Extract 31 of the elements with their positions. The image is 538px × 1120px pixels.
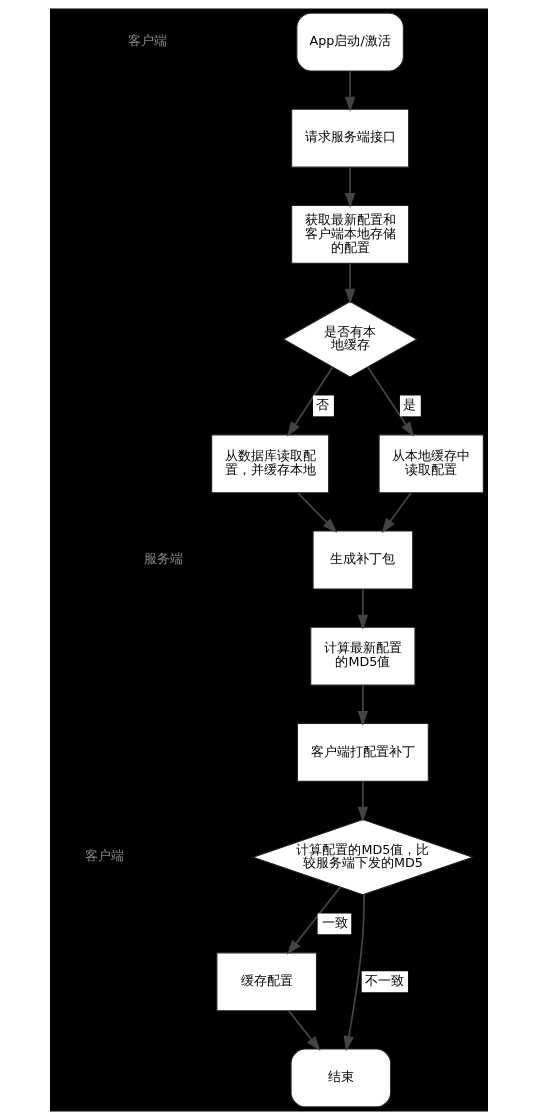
node-box: 结束 xyxy=(290,1048,392,1108)
arrow xyxy=(381,492,412,534)
node-box: 请求服务端接口 xyxy=(291,108,410,168)
arrow xyxy=(297,492,338,533)
node-box: 获取最新配置和客户端本地存储的配置 xyxy=(291,204,410,264)
arrow xyxy=(344,166,356,209)
label: 服务端 xyxy=(144,551,184,567)
edge-label: 否 xyxy=(316,397,330,413)
edge-label: 不一致 xyxy=(365,973,405,989)
node-diamond: 是否有本地缓存 xyxy=(282,300,418,378)
edge-label: 一致 xyxy=(321,915,348,931)
arrow xyxy=(343,893,365,1052)
node-box: 从本地缓存中读取配置 xyxy=(378,434,484,494)
arrow xyxy=(357,780,369,822)
node-box: 缓存配置 xyxy=(216,952,318,1012)
arrow xyxy=(357,588,369,630)
arrow xyxy=(288,1010,321,1052)
arrow xyxy=(287,886,341,955)
node-box: 客户端打配置补丁 xyxy=(296,722,429,782)
node-box: 从数据库读取配置，并缓存本地 xyxy=(211,434,330,494)
arrow xyxy=(344,70,356,112)
node-box: App启动/激活 xyxy=(296,12,404,72)
node-diamond: 计算配置的MD5值，比较服务端下发的MD5 xyxy=(251,818,475,896)
label: 客户端 xyxy=(127,33,167,49)
edge-label: 是 xyxy=(403,397,417,413)
label: 客户端 xyxy=(84,848,124,864)
node-box: 计算最新配置的MD5值 xyxy=(310,626,416,686)
arrow xyxy=(344,262,356,304)
node-box: 生成补丁包 xyxy=(312,530,414,590)
arrow xyxy=(357,684,369,726)
arrow xyxy=(367,366,415,437)
